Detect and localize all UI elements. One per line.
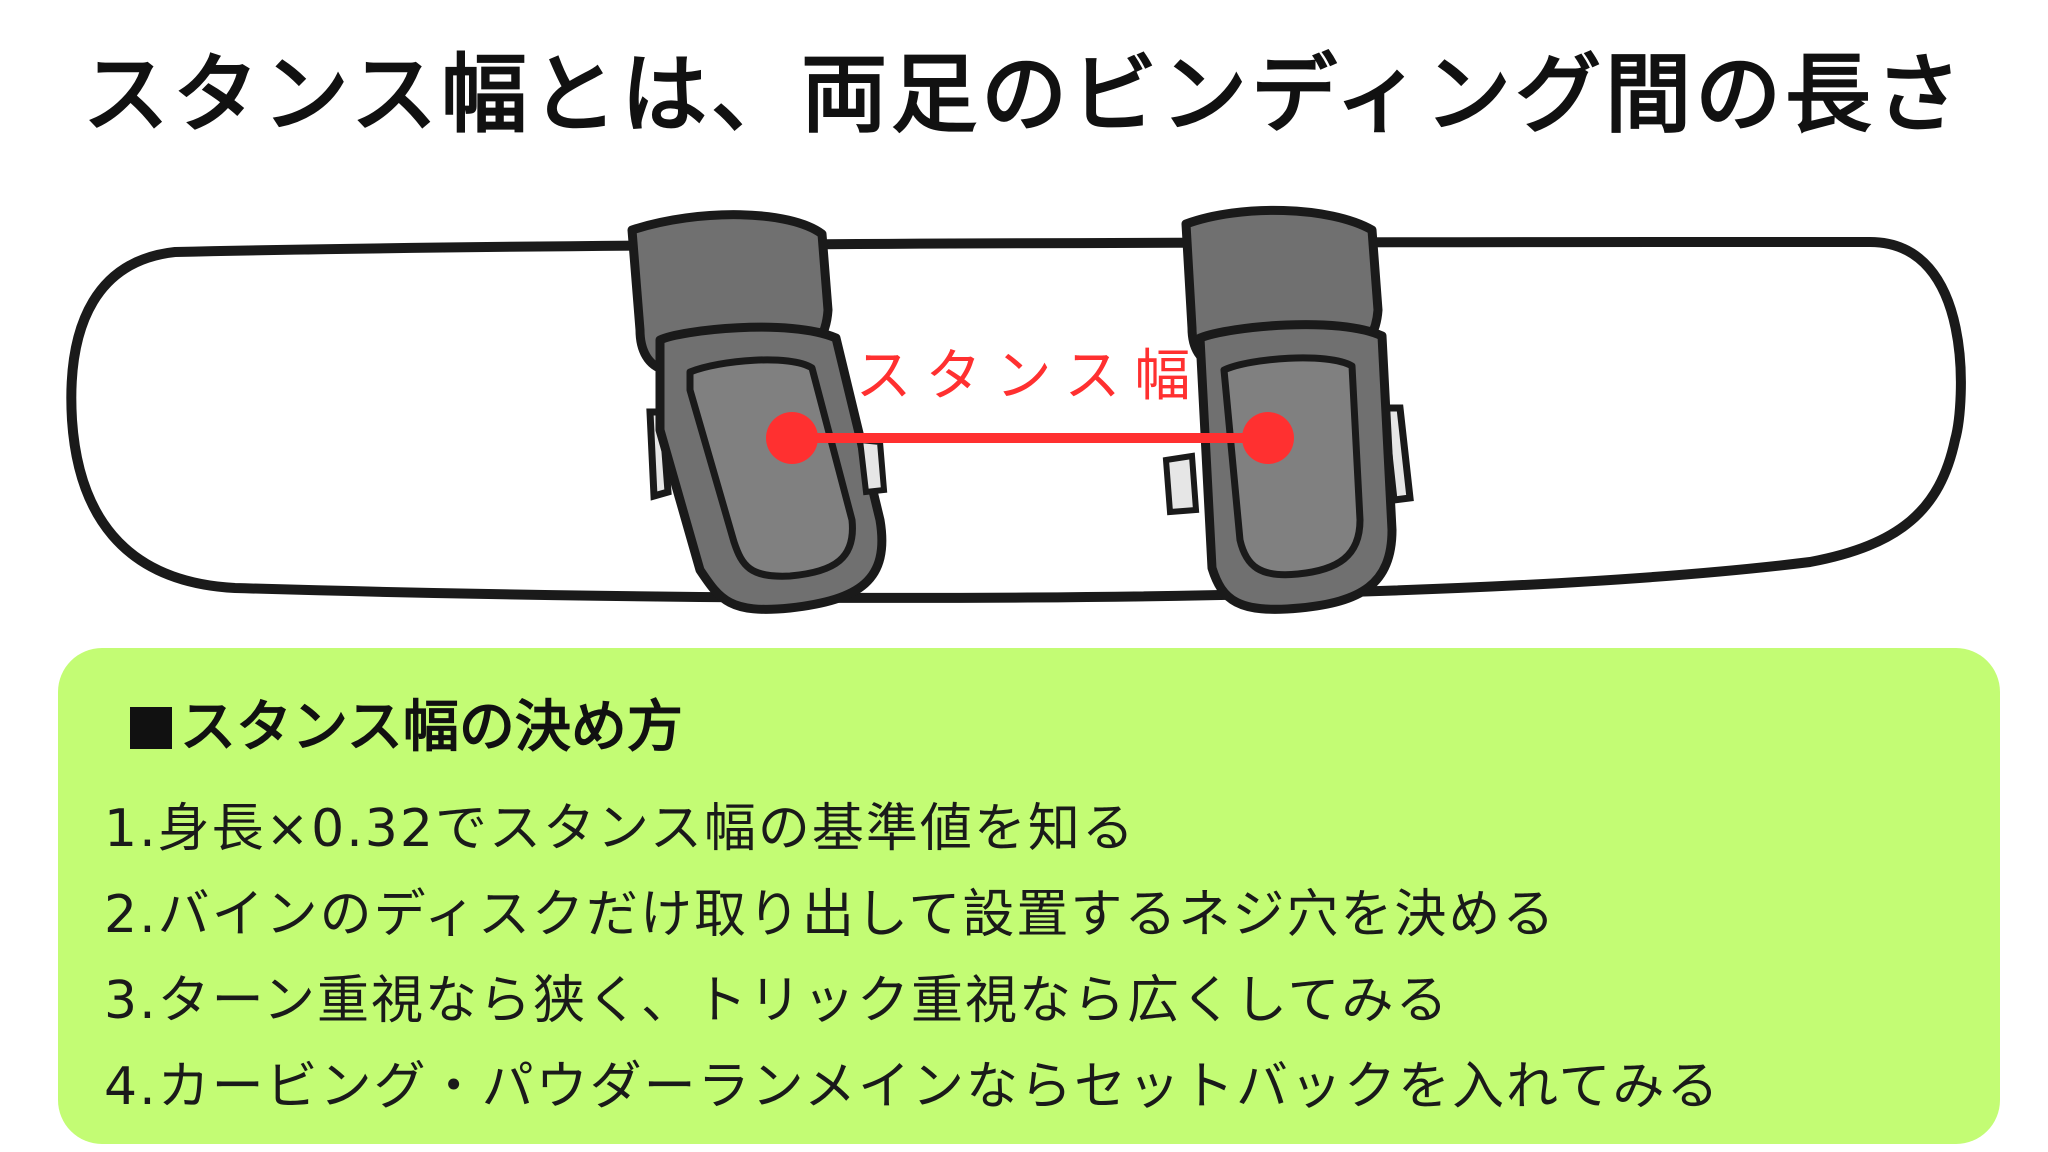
- page-title: スタンス幅とは、両足のビンディング間の長さ: [82, 45, 1966, 145]
- snowboard-deck: [66, 237, 1966, 603]
- stance-point-left: [766, 412, 818, 464]
- stance-point-right: [1242, 412, 1294, 464]
- step-list: 1.身長×0.32でスタンス幅の基準値を知る 2.バインのディスクだけ取り出して…: [104, 786, 1721, 1130]
- step-item-3: 3.ターン重視なら狭く、トリック重視なら広くしてみる: [104, 971, 1450, 1031]
- stance-width-label: スタンス幅: [856, 344, 1205, 409]
- square-bullet-icon: [130, 707, 172, 749]
- step-item-1: 1.身長×0.32でスタンス幅の基準値を知る: [104, 799, 1136, 859]
- how-to-decide-panel: スタンス幅の決め方 1.身長×0.32でスタンス幅の基準値を知る 2.バインのデ…: [58, 648, 2000, 1144]
- step-item-4: 4.カービング・パウダーランメインならセットバックを入れてみる: [104, 1057, 1721, 1117]
- step-item-2: 2.バインのディスクだけ取り出して設置するネジ穴を決める: [104, 885, 1557, 945]
- panel-heading: スタンス幅の決め方: [130, 700, 683, 756]
- right-binding: [1162, 205, 1414, 614]
- panel-heading-text: スタンス幅の決め方: [180, 695, 683, 760]
- snowboard-diagram: スタンス幅: [66, 205, 1966, 614]
